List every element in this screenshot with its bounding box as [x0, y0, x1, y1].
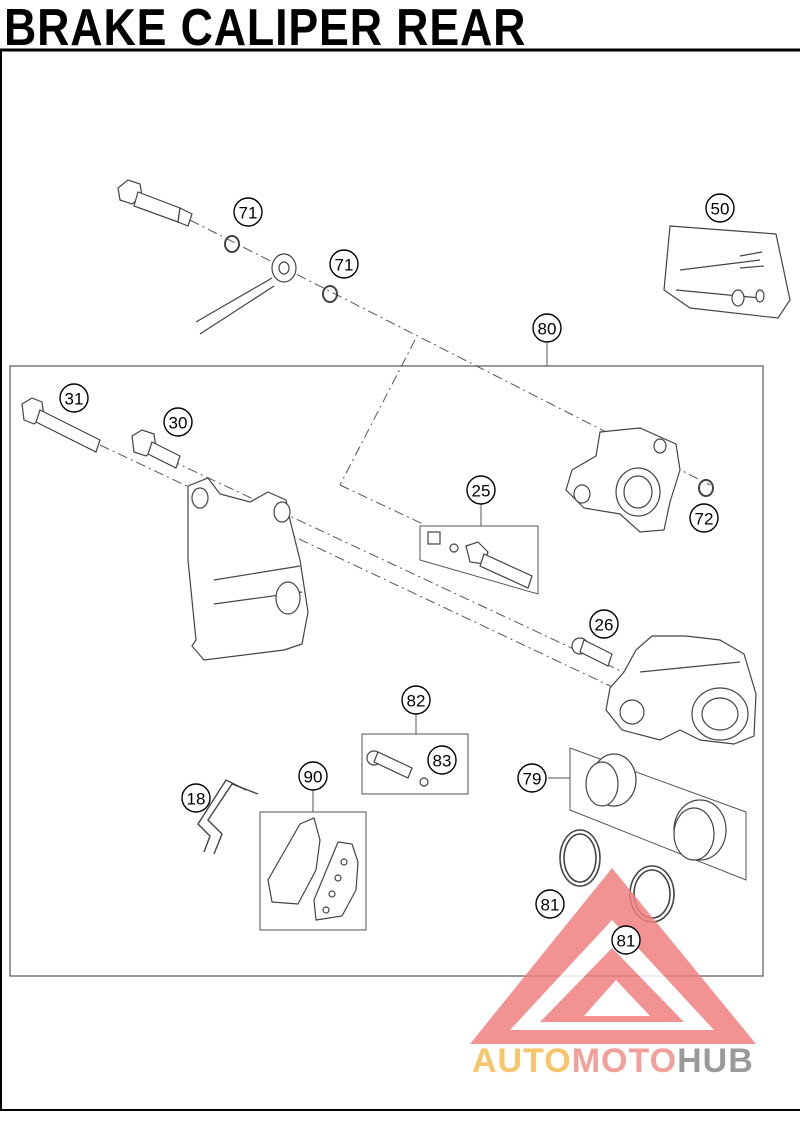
callout-80-label: 80	[538, 320, 557, 339]
callout-18: 18	[181, 783, 211, 813]
assembly-group-box	[9, 365, 764, 977]
callout-90-label: 90	[304, 768, 323, 787]
pad-spring-18	[197, 779, 259, 855]
callout-81a: 81	[535, 889, 565, 919]
watermark-text: AUTOMOTOHUB	[472, 1042, 754, 1080]
bolt-30	[131, 429, 181, 469]
caliper-bracket	[187, 477, 309, 661]
bolt-kit-82	[361, 714, 469, 795]
piston-set-79	[548, 747, 747, 881]
callout-71b-label: 71	[335, 256, 354, 275]
callout-72-label: 72	[695, 510, 714, 529]
callout-81b-label: 81	[617, 932, 636, 951]
callout-90: 90	[298, 761, 328, 791]
callout-25: 25	[466, 475, 496, 505]
washer-71a	[224, 235, 240, 253]
callout-72: 72	[689, 503, 719, 533]
callout-71a-label: 71	[239, 204, 258, 223]
callout-71b: 71	[329, 249, 359, 279]
watermark-auto: AUTO	[472, 1042, 572, 1080]
callout-26: 26	[589, 609, 619, 639]
caliper-guard	[663, 225, 791, 319]
banjo-bolt	[117, 179, 193, 227]
page-title: BRAKE CALIPER REAR	[4, 0, 527, 57]
brake-hose-banjo	[195, 253, 297, 335]
callout-81b: 81	[611, 925, 641, 955]
washer-72	[698, 479, 714, 497]
callout-80: 80	[532, 313, 562, 343]
callout-82-label: 82	[407, 692, 426, 711]
callout-71a: 71	[233, 197, 263, 227]
callout-30: 30	[163, 407, 193, 437]
callout-83: 83	[427, 745, 457, 775]
washer-71b	[322, 285, 338, 303]
bolt-31	[21, 397, 101, 453]
callout-50-label: 50	[711, 200, 730, 219]
bolt-26	[571, 637, 613, 667]
callout-30-label: 30	[169, 414, 188, 433]
watermark-moto: MOTO	[572, 1042, 677, 1080]
callout-31-label: 31	[65, 390, 84, 409]
callout-79-label: 79	[523, 770, 542, 789]
callout-83-label: 83	[433, 752, 452, 771]
callout-79: 79	[517, 763, 547, 793]
callout-26-label: 26	[595, 616, 614, 635]
callout-25-label: 25	[472, 482, 491, 501]
watermark-hub: HUB	[677, 1042, 754, 1080]
callout-82: 82	[401, 685, 431, 715]
callout-50: 50	[705, 193, 735, 223]
watermark-logo	[470, 868, 756, 1044]
callout-81a-label: 81	[541, 896, 560, 915]
callout-31: 31	[59, 383, 89, 413]
brake-caliper	[605, 635, 757, 745]
caliper-carrier-upper	[565, 427, 681, 533]
callout-18-label: 18	[187, 790, 206, 809]
brake-pads-90	[259, 790, 367, 931]
slide-pin-kit-25	[419, 504, 539, 595]
